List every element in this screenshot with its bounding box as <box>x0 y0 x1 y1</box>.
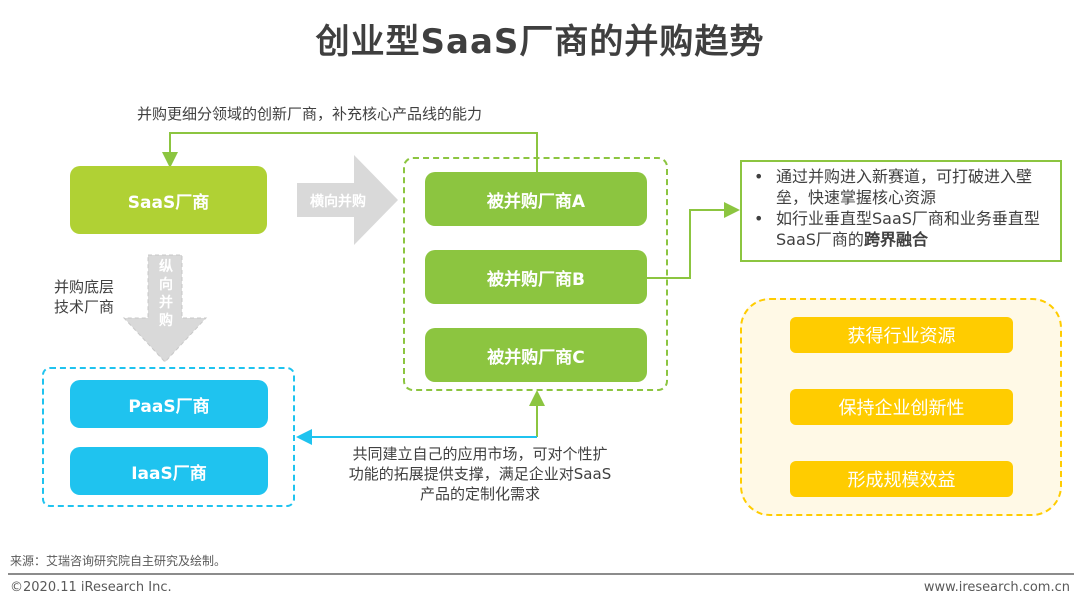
bottom-note-line: 功能的拓展提供支撑，满足企业对SaaS <box>348 465 612 483</box>
paas-vendor-box: PaaS厂商 <box>70 380 268 428</box>
footer-divider <box>8 573 1074 575</box>
benefit-box-1: 获得行业资源 <box>790 317 1013 353</box>
bullet-text: 通过并购进入新赛道，可打破进入壁垒，快速掌握核心资源 <box>776 167 1033 207</box>
benefit-box-3: 形成规模效益 <box>790 461 1013 497</box>
acquired-group <box>403 157 668 391</box>
bullet-box: 通过并购进入新赛道，可打破进入壁垒，快速掌握核心资源 如行业垂直型SaaS厂商和… <box>740 160 1062 262</box>
vertical-arrow-char: 并 <box>159 295 173 311</box>
lower-layer-group <box>42 367 295 507</box>
acquired-vendor-a: 被并购厂商A <box>425 172 647 226</box>
vertical-arrow-char: 购 <box>159 313 173 329</box>
bottom-note-line: 共同建立自己的应用市场，可对个性扩 <box>352 445 608 463</box>
b-to-bullets-connector <box>647 202 740 279</box>
horizontal-merge-arrow <box>297 155 398 245</box>
bullet-item: 如行业垂直型SaaS厂商和业务垂直型SaaS厂商的跨界融合 <box>754 208 1052 250</box>
vertical-note-line: 技术厂商 <box>54 298 115 316</box>
horizontal-arrow-label: 横向并购 <box>310 194 366 210</box>
page-title: 创业型SaaS厂商的并购趋势 <box>315 22 765 62</box>
vertical-arrow-char: 向 <box>159 277 173 293</box>
website-url: www.iresearch.com.cn <box>923 580 1070 595</box>
source-note: 来源：艾瑞咨询研究院自主研究及绘制。 <box>10 554 227 568</box>
benefit-box-2: 保持企业创新性 <box>790 389 1013 425</box>
bottom-note: 共同建立自己的应用市场，可对个性扩 功能的拓展提供支撑，满足企业对SaaS 产品… <box>305 444 655 504</box>
copyright: ©2020.11 iResearch Inc. <box>10 580 172 595</box>
top-feedback-connector <box>162 132 538 172</box>
acquired-vendor-c: 被并购厂商C <box>425 328 647 382</box>
bullet-text: 如行业垂直型SaaS厂商和业务垂直型SaaS厂商的 <box>776 209 1040 249</box>
bullet-bold-text: 跨界融合 <box>863 230 928 249</box>
vertical-arrow-label: 纵 向 并 购 <box>157 258 175 330</box>
vertical-arrow-char: 纵 <box>159 259 173 275</box>
top-note: 并购更细分领域的创新厂商，补充核心产品线的能力 <box>137 105 483 123</box>
bottom-note-line: 产品的定制化需求 <box>419 485 540 503</box>
vertical-note: 并购底层 技术厂商 <box>54 277 114 317</box>
saas-vendor-box: SaaS厂商 <box>70 166 267 234</box>
vertical-note-line: 并购底层 <box>54 278 115 296</box>
acquired-vendor-b: 被并购厂商B <box>425 250 647 304</box>
vertical-merge-arrow <box>122 254 208 363</box>
bullet-item: 通过并购进入新赛道，可打破进入壁垒，快速掌握核心资源 <box>754 166 1052 208</box>
iaas-vendor-box: IaaS厂商 <box>70 447 268 495</box>
